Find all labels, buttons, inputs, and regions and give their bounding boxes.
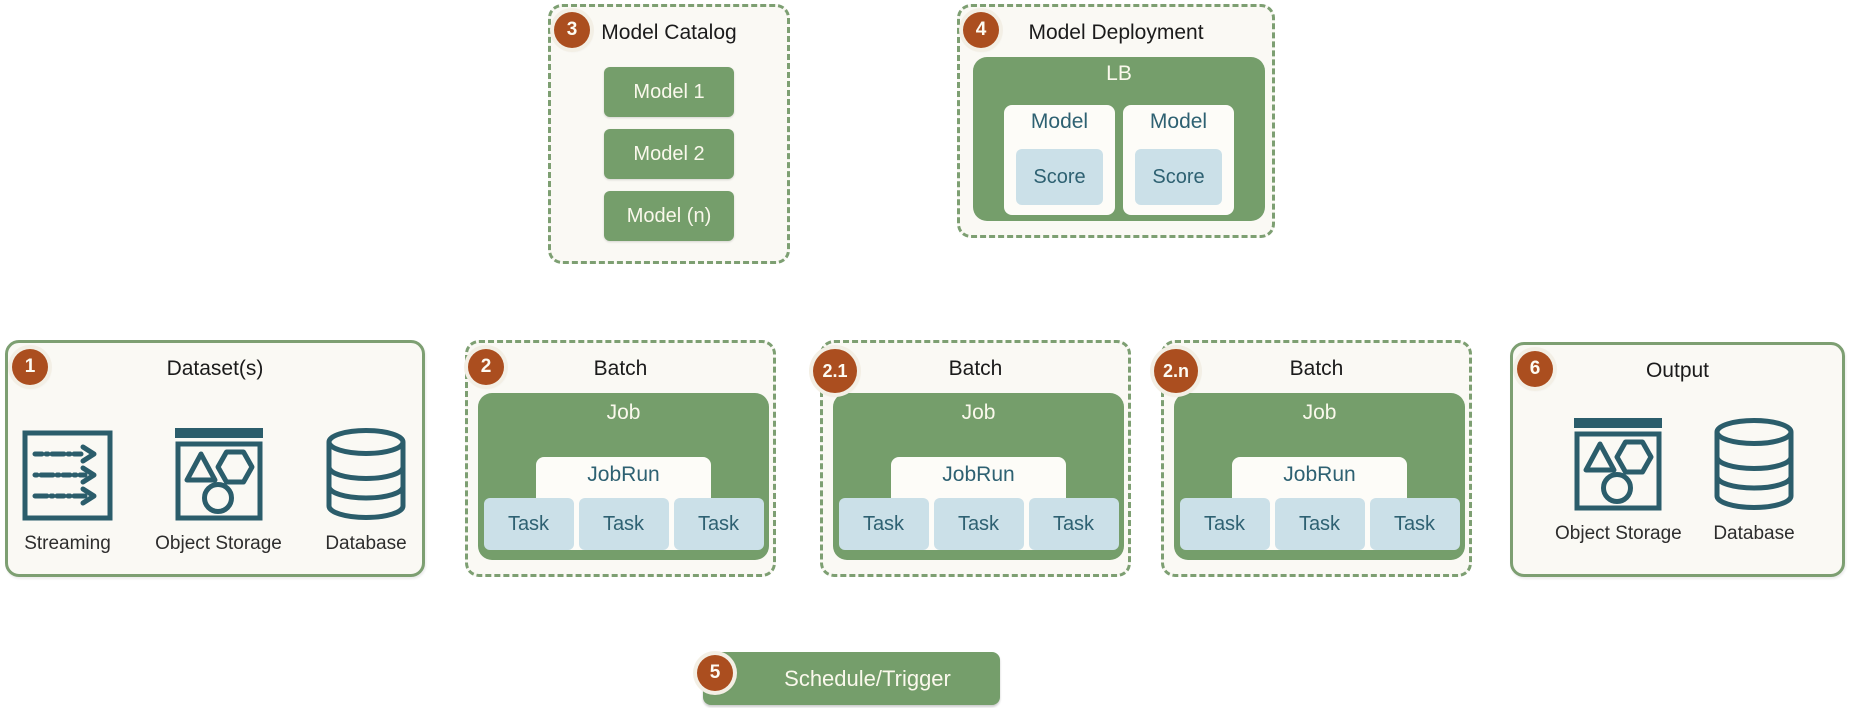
datasets-title: Dataset(s) bbox=[166, 357, 264, 380]
batch-panel-2: 2 Batch Job JobRun Task Task Task bbox=[465, 340, 776, 577]
job-box: Job JobRun Task Task Task bbox=[1174, 393, 1465, 560]
job-box: Job JobRun Task Task Task bbox=[478, 393, 769, 560]
step-badge-2: 2 bbox=[468, 349, 504, 385]
source-label: Streaming bbox=[24, 533, 111, 554]
batch-title: Batch bbox=[948, 357, 1003, 380]
replica-row: Model Score Model Score bbox=[973, 105, 1265, 215]
sink-label: Object Storage bbox=[1555, 523, 1682, 544]
model-list: Model 1 Model 2 Model (n) bbox=[551, 67, 787, 241]
database-icon bbox=[324, 427, 408, 526]
batch-title: Batch bbox=[593, 357, 648, 380]
step-badge-3: 3 bbox=[554, 12, 590, 48]
model-deployment-panel: 4 Model Deployment LB Model Score Model … bbox=[957, 4, 1275, 238]
model-replica: Model Score bbox=[1004, 105, 1115, 215]
replica-model-label: Model bbox=[1030, 110, 1089, 133]
task-chip: Task bbox=[933, 498, 1024, 550]
task-chip: Task bbox=[483, 498, 574, 550]
source-object-storage: Object Storage bbox=[155, 427, 282, 555]
job-label: Job bbox=[1302, 401, 1337, 424]
score-endpoint: Score bbox=[1135, 149, 1222, 205]
model-catalog-title: Model Catalog bbox=[601, 21, 737, 44]
replica-model-label: Model bbox=[1149, 110, 1208, 133]
batch-panel-2-1: 2.1 Batch Job JobRun Task Task Task bbox=[813, 340, 1131, 577]
database-icon bbox=[1712, 417, 1796, 516]
step-badge-2-n: 2.n bbox=[1154, 349, 1198, 393]
output-title: Output bbox=[1645, 359, 1710, 382]
jobrun-label: JobRun bbox=[1283, 463, 1356, 486]
model-deployment-title: Model Deployment bbox=[1028, 21, 1204, 44]
step-badge-1: 1 bbox=[12, 349, 48, 385]
load-balancer-label: LB bbox=[1106, 62, 1132, 85]
source-label: Database bbox=[325, 533, 407, 554]
task-row: Task Task Task bbox=[833, 498, 1124, 550]
source-label: Object Storage bbox=[155, 533, 282, 554]
dataset-sources: Streaming Object Storage bbox=[22, 427, 408, 555]
task-chip: Task bbox=[1274, 498, 1365, 550]
output-sinks: Object Storage Databas bbox=[1555, 417, 1796, 545]
sink-object-storage: Object Storage bbox=[1555, 417, 1682, 545]
jobrun-label: JobRun bbox=[942, 463, 1015, 486]
source-streaming: Streaming bbox=[22, 430, 113, 555]
task-chip: Task bbox=[838, 498, 929, 550]
model-item-1: Model 1 bbox=[604, 67, 734, 117]
sink-database: Database bbox=[1712, 417, 1796, 545]
object-storage-icon bbox=[172, 427, 266, 526]
step-badge-4: 4 bbox=[963, 12, 999, 48]
job-label: Job bbox=[606, 401, 641, 424]
job-label: Job bbox=[961, 401, 996, 424]
datasets-panel: 1 Dataset(s) bbox=[5, 340, 425, 577]
task-chip: Task bbox=[1179, 498, 1270, 550]
output-panel: 6 Output Object Storage bbox=[1510, 342, 1845, 577]
streaming-icon bbox=[22, 430, 113, 526]
model-replica: Model Score bbox=[1123, 105, 1234, 215]
score-endpoint: Score bbox=[1016, 149, 1103, 205]
batch-panel-2-n: 2.n Batch Job JobRun Task Task Task bbox=[1154, 340, 1472, 577]
database-icon-col: Database bbox=[324, 427, 408, 555]
sink-label: Database bbox=[1713, 523, 1795, 544]
model-catalog-panel: 3 Model Catalog Model 1 Model 2 Model (n… bbox=[548, 4, 790, 264]
step-badge-2-1: 2.1 bbox=[813, 349, 857, 393]
task-row: Task Task Task bbox=[478, 498, 769, 550]
model-item-n: Model (n) bbox=[604, 191, 734, 241]
batch-title: Batch bbox=[1289, 357, 1344, 380]
load-balancer-box: LB Model Score Model Score bbox=[973, 57, 1265, 221]
task-row: Task Task Task bbox=[1174, 498, 1465, 550]
task-chip: Task bbox=[673, 498, 764, 550]
step-badge-5: 5 bbox=[697, 655, 733, 691]
schedule-trigger-label: Schedule/Trigger bbox=[784, 665, 951, 691]
task-chip: Task bbox=[578, 498, 669, 550]
task-chip: Task bbox=[1028, 498, 1119, 550]
step-badge-6: 6 bbox=[1517, 351, 1553, 387]
schedule-trigger-bar: 5 Schedule/Trigger bbox=[697, 652, 1000, 705]
jobrun-label: JobRun bbox=[587, 463, 660, 486]
object-storage-icon bbox=[1571, 417, 1665, 516]
job-box: Job JobRun Task Task Task bbox=[833, 393, 1124, 560]
model-item-2: Model 2 bbox=[604, 129, 734, 179]
task-chip: Task bbox=[1369, 498, 1460, 550]
